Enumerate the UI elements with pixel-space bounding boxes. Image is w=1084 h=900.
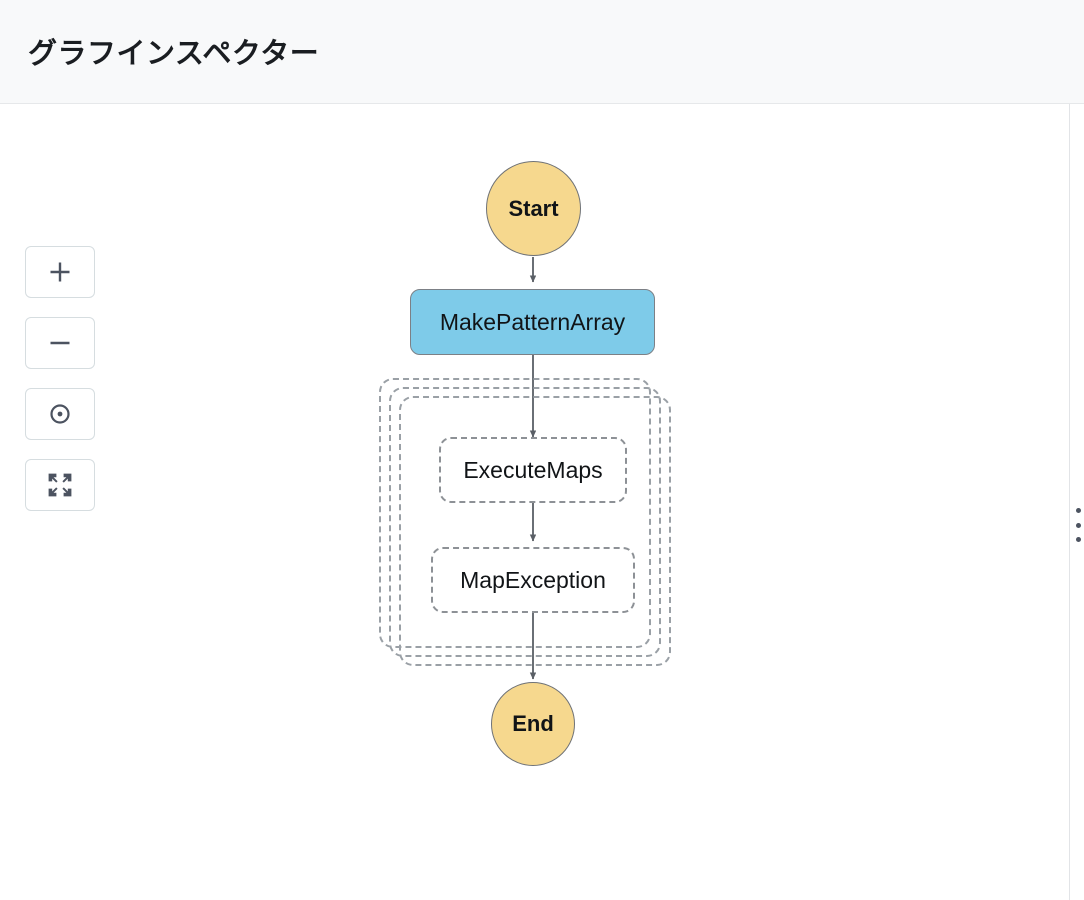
graph-node-executemaps-label: ExecuteMaps [463, 456, 603, 483]
graph-pane: Start MakePatternArray ExecuteMaps MapEx… [0, 104, 1069, 900]
zoom-in-button[interactable] [25, 246, 95, 298]
page-title: グラフインスペクター [28, 38, 320, 70]
graph-node-executemaps[interactable]: ExecuteMaps [439, 437, 627, 503]
graph-node-start-label: Start [508, 195, 559, 221]
pane-resize-divider[interactable] [1069, 104, 1070, 900]
graph-node-mapexception-label: MapException [460, 566, 606, 593]
graph-controls [25, 246, 95, 511]
toggle-interactivity-button[interactable] [25, 459, 95, 511]
app-header: グラフインスペクター [0, 0, 1084, 104]
graph-node-makepatternarray-label: MakePatternArray [439, 308, 626, 335]
drag-dot [1075, 508, 1081, 513]
graph-canvas[interactable]: Start MakePatternArray ExecuteMaps MapEx… [0, 104, 1069, 900]
map-group-container-layer-3[interactable] [379, 378, 651, 648]
map-group-container-layer-2[interactable] [389, 387, 661, 657]
map-group-container-layer-1[interactable] [399, 396, 671, 666]
plus-icon [47, 259, 73, 285]
drag-dots-icon[interactable] [1073, 508, 1083, 542]
inspector-side-pane [1070, 104, 1084, 900]
minus-icon [47, 330, 73, 356]
graph-node-makepatternarray[interactable]: MakePatternArray [410, 289, 655, 355]
zoom-out-button[interactable] [25, 317, 95, 369]
graph-node-start[interactable]: Start [486, 161, 581, 256]
drag-dot [1075, 522, 1081, 528]
graph-node-mapexception[interactable]: MapException [431, 547, 635, 613]
graph-node-end[interactable]: End [491, 682, 575, 766]
fit-view-button[interactable] [25, 388, 95, 440]
expand-arrows-icon [47, 472, 73, 498]
graph-node-end-label: End [512, 711, 554, 736]
target-icon [47, 401, 73, 427]
graph-edges-layer [529, 257, 537, 680]
drag-dot [1075, 537, 1081, 542]
